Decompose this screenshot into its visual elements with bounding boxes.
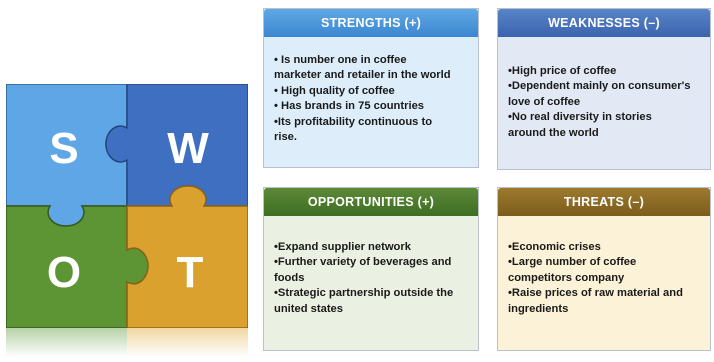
threats-line: •Raise prices of raw material and <box>508 287 683 300</box>
strengths-line: rise. <box>274 131 298 144</box>
strengths-line: • Is number one in coffee <box>274 54 407 66</box>
puzzle-piece-t <box>126 185 248 328</box>
letter-t: T <box>177 248 204 297</box>
threats-card: THREATS (–) •Economic crises •Large numb… <box>497 187 711 351</box>
weaknesses-line: love of coffee <box>508 95 581 108</box>
weaknesses-card: WEAKNESSES (–) •High price of coffee •De… <box>497 8 711 170</box>
threats-line: •Economic crises <box>508 241 601 253</box>
threats-line: ingredients <box>508 302 569 315</box>
opportunities-line: •Expand supplier network <box>274 241 411 253</box>
threats-header: THREATS (–) <box>498 188 710 216</box>
threats-body: •Economic crises •Large number of coffee… <box>498 216 710 350</box>
strengths-line: • Has brands in 75 countries <box>274 100 425 113</box>
letter-s: S <box>49 124 78 173</box>
letter-o: O <box>47 248 81 297</box>
strengths-card: STRENGTHS (+) • Is number one in coffee … <box>263 8 479 168</box>
weaknesses-line: •No real diversity in stories <box>508 111 652 124</box>
threats-line: •Large number of coffee <box>508 256 637 269</box>
threats-line: competitors company <box>508 271 625 284</box>
weaknesses-line: •High price of coffee <box>508 65 617 77</box>
opportunities-body: •Expand supplier network •Further variet… <box>264 216 478 350</box>
strengths-body: • Is number one in coffee marketer and r… <box>264 37 478 167</box>
opportunities-line: foods <box>274 271 305 284</box>
weaknesses-line: around the world <box>508 126 599 139</box>
opportunities-card: OPPORTUNITIES (+) •Expand supplier netwo… <box>263 187 479 351</box>
opportunities-header: OPPORTUNITIES (+) <box>264 188 478 216</box>
weaknesses-header: WEAKNESSES (–) <box>498 9 710 37</box>
weaknesses-line: •Dependent mainly on consumer's <box>508 80 691 93</box>
swot-puzzle-graphic: S W O T <box>6 84 248 328</box>
opportunities-line: united states <box>274 302 344 315</box>
strengths-line: • High quality of coffee <box>274 84 395 97</box>
strengths-line: marketer and retailer in the world <box>274 69 451 82</box>
swot-puzzle: S W O T <box>6 84 248 328</box>
strengths-line: •Its profitability continuous to <box>274 115 433 128</box>
puzzle-reflection-graphic <box>6 328 248 357</box>
puzzle-reflection <box>6 328 248 357</box>
opportunities-line: •Further variety of beverages and <box>274 256 452 269</box>
strengths-header: STRENGTHS (+) <box>264 9 478 37</box>
weaknesses-body: •High price of coffee •Dependent mainly … <box>498 37 710 169</box>
opportunities-line: •Strategic partnership outside the <box>274 287 454 300</box>
letter-w: W <box>167 124 209 173</box>
